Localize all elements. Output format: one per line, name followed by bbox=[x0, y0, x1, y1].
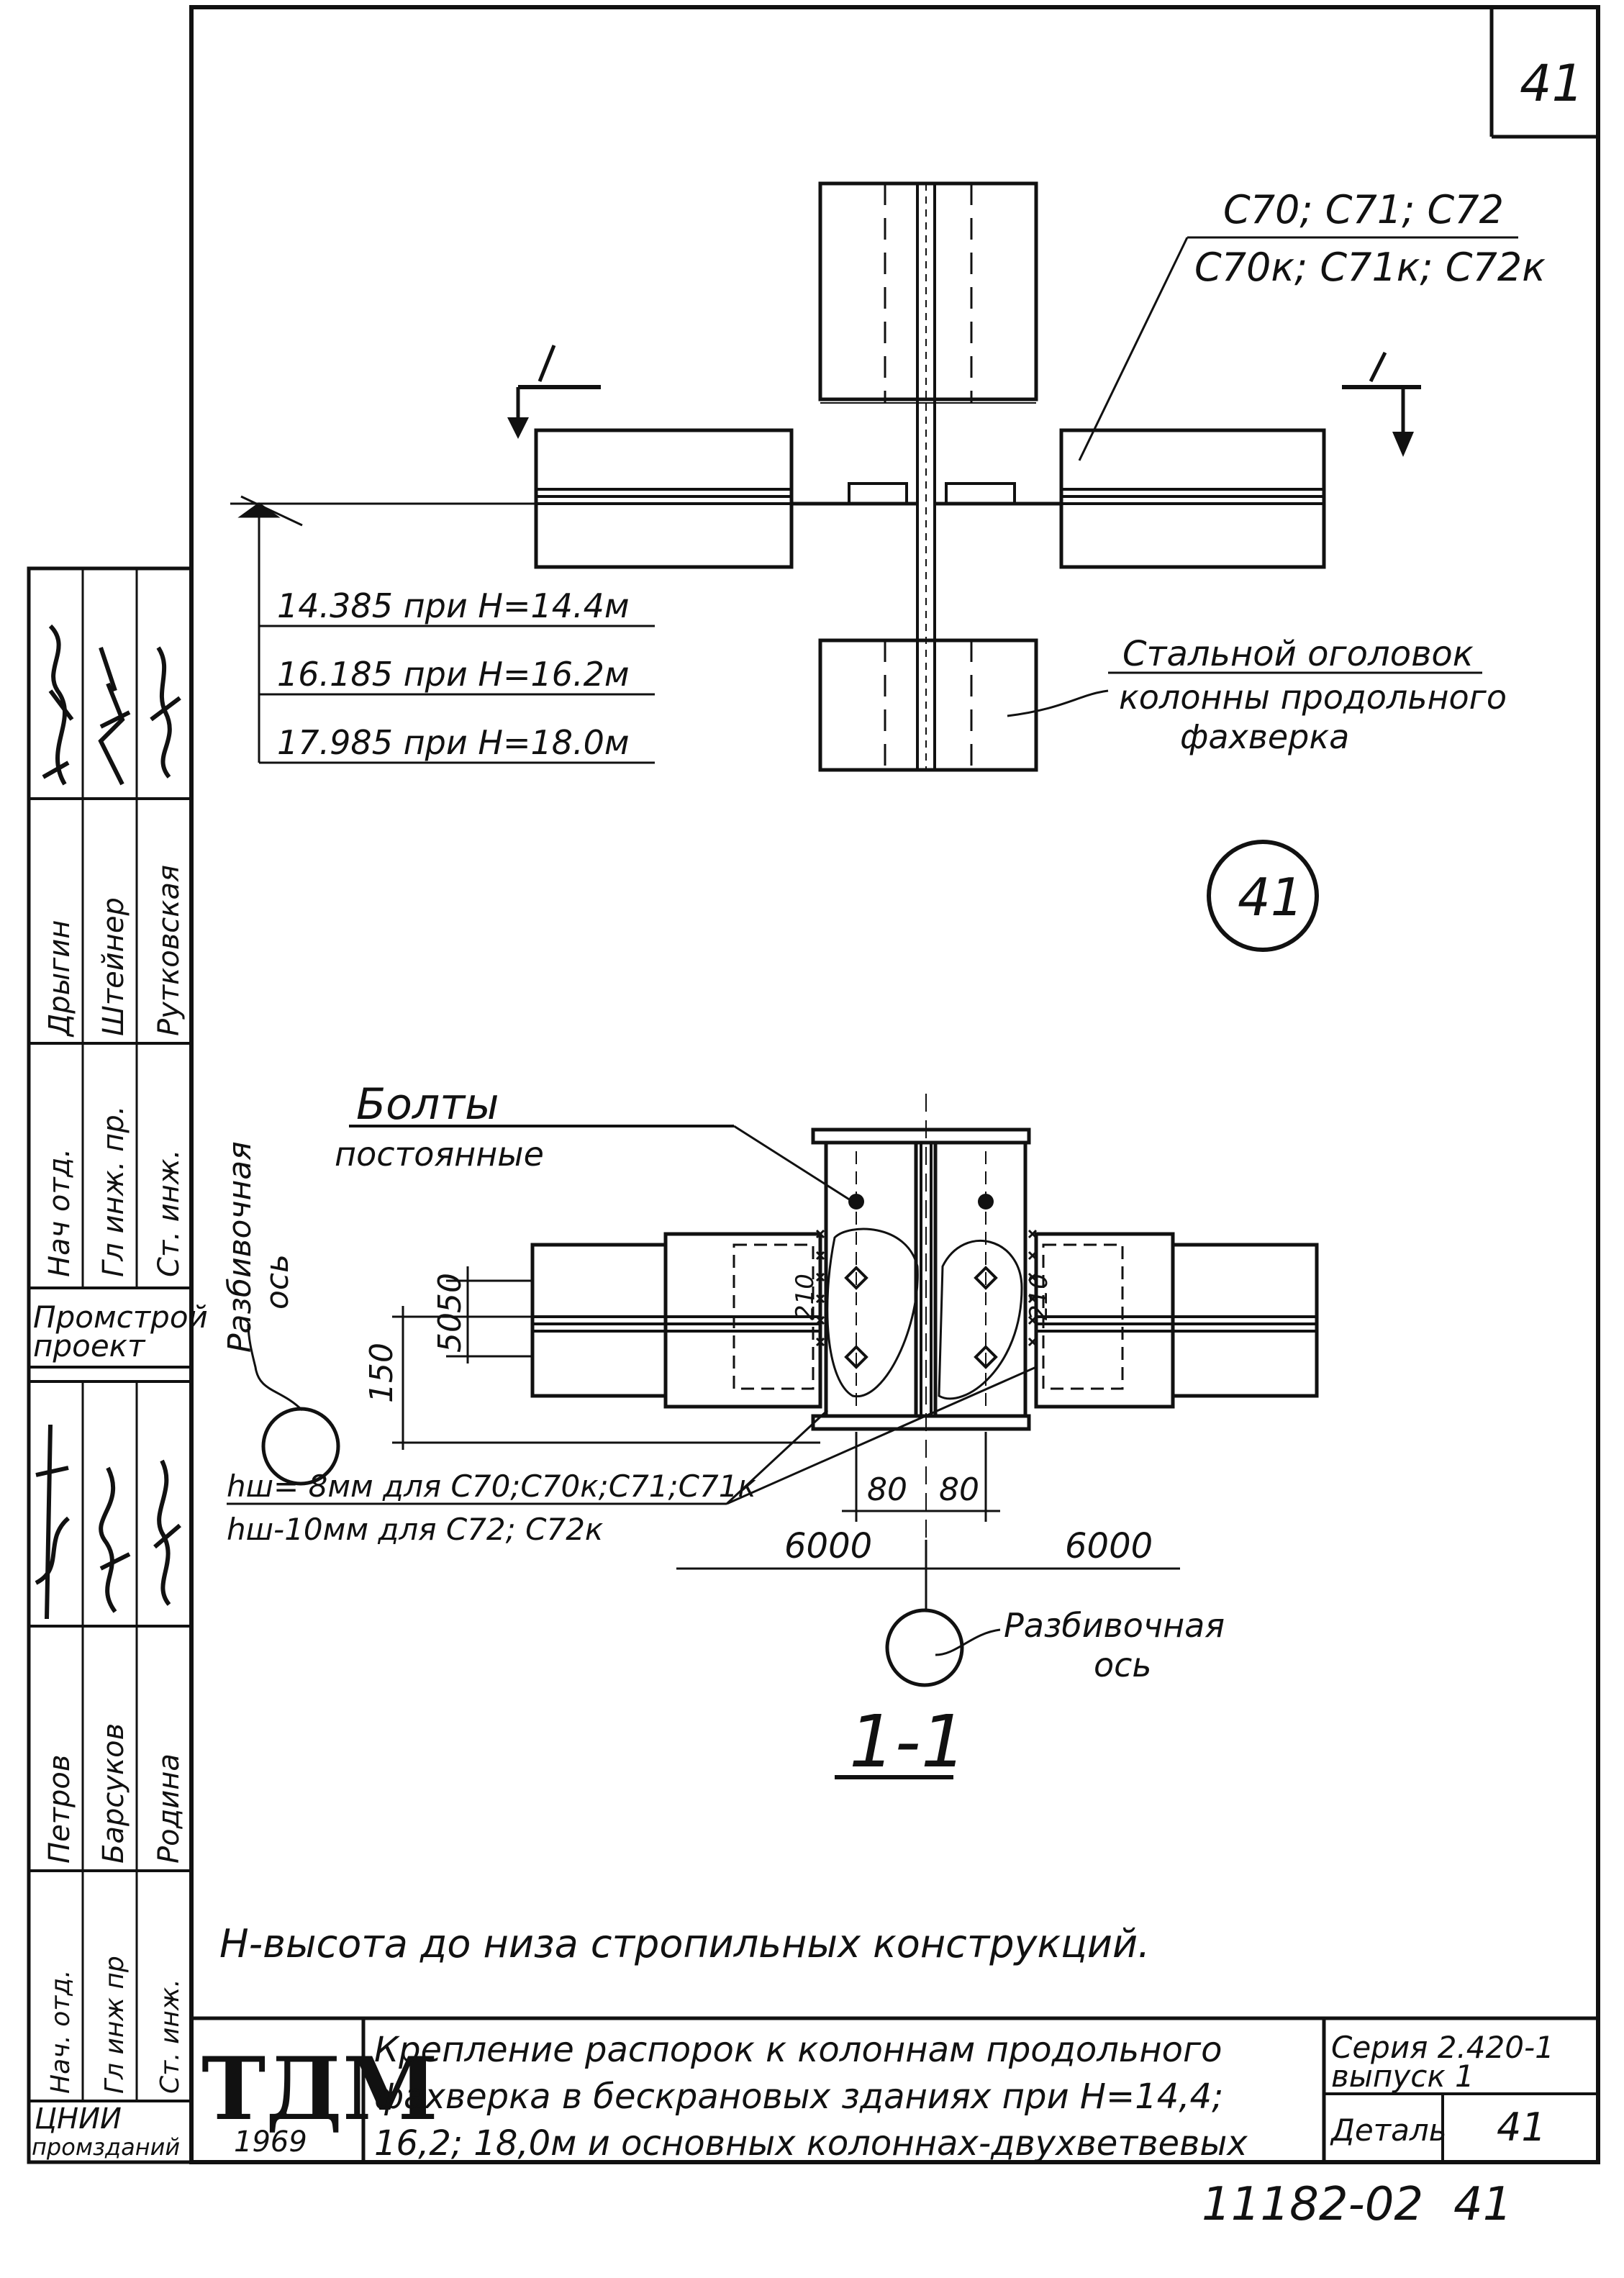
dim-210-right: 210 bbox=[1025, 1274, 1053, 1320]
strut-left bbox=[534, 428, 794, 569]
stamp-role-upper-2: Гл инж. пр. bbox=[97, 1106, 130, 1277]
stamp-org-upper-2: проект bbox=[33, 1328, 146, 1363]
bolt-diamond-3 bbox=[974, 1266, 998, 1290]
axis-label-bottom-2: ось bbox=[1094, 1646, 1152, 1684]
side-stamp: Нач отд. Гл инж. пр. Ст. инж. Дрыгин Ште… bbox=[27, 566, 208, 2164]
stamp-role-lower-3: Ст. инж. bbox=[155, 1979, 185, 2094]
bottom-page: 41 bbox=[1453, 2178, 1512, 2231]
series-label: Серия 2.420-1 bbox=[1331, 2030, 1554, 2065]
elevation-1: 14.385 при Н=14.4м bbox=[277, 586, 630, 625]
dim-80-left: 80 bbox=[867, 1471, 907, 1508]
stamp-org-upper-1: Промстрой bbox=[33, 1299, 208, 1335]
stamp-name-upper-3: Рутковская bbox=[153, 865, 186, 1036]
columns-label-2: С70к; С71к; С72к bbox=[1194, 245, 1546, 290]
bolt-group-outline bbox=[826, 1228, 919, 1398]
section-strut-left bbox=[530, 1243, 668, 1398]
weld-note-1: hш= 8мм для С70;С70к;С71;С71к bbox=[227, 1469, 756, 1504]
logo: ТДМ bbox=[201, 2038, 438, 2140]
elevation-2: 16.185 при Н=16.2м bbox=[277, 655, 630, 694]
column-upper bbox=[818, 181, 1038, 401]
columns-label-1: С70; С71; С72 bbox=[1223, 187, 1504, 232]
description-3: 16,2; 18,0м и основных колоннах-двухветв… bbox=[374, 2123, 1248, 2164]
axis-label-bottom-1: Разбивочная bbox=[1004, 1606, 1225, 1645]
detail-marker-number: 41 bbox=[1238, 867, 1304, 927]
top-flange bbox=[811, 1127, 1031, 1145]
stamp-name-lower-1: Петров bbox=[43, 1755, 76, 1864]
stamp-role-lower-2: Гл инж пр bbox=[100, 1956, 130, 2094]
stamp-role-upper-1: Нач отд. bbox=[43, 1148, 76, 1277]
axis-marker-bottom bbox=[885, 1608, 964, 1687]
stamp-name-upper-1: Дрыгин bbox=[43, 920, 76, 1038]
stamp-role-upper-3: Ст. инж. bbox=[153, 1149, 186, 1277]
plate-left bbox=[848, 482, 908, 505]
cap-label-2: колонны продольного bbox=[1119, 678, 1507, 717]
stamp-name-upper-2: Штейнер bbox=[97, 897, 130, 1036]
branch-left bbox=[824, 1140, 918, 1418]
span-left: 6000 bbox=[784, 1526, 872, 1566]
signature-upper bbox=[42, 624, 181, 786]
stamp-org-lower-1: ЦНИИ bbox=[35, 2102, 122, 2136]
dim-50-bottom: 50 bbox=[432, 1312, 468, 1353]
stamp-name-lower-2: Барсуков bbox=[97, 1723, 130, 1864]
bottom-code: 11182-02 bbox=[1202, 2178, 1423, 2231]
stamp-org-lower-2: промзданий bbox=[32, 2133, 180, 2161]
description-1: Крепление распорок к колоннам продольног… bbox=[374, 2030, 1222, 2070]
section-mark-left bbox=[507, 345, 601, 439]
section-strut-right bbox=[1171, 1243, 1319, 1398]
cap-label-1: Стальной оголовок bbox=[1122, 634, 1474, 674]
axis-label-left-2: ось bbox=[259, 1254, 296, 1310]
stamp-role-lower-1: Нач. отд. bbox=[46, 1969, 76, 2094]
description-2: фахверка в бескрановых зданиях при Н=14,… bbox=[374, 2077, 1223, 2117]
detail-label: Деталь bbox=[1330, 2113, 1446, 2148]
general-note: Н-высота до низа стропильных конструкций… bbox=[219, 1921, 1150, 1966]
title-block: ТДМ 1969 Крепление распорок к колоннам п… bbox=[191, 2016, 1598, 2164]
top-view: 14.385 при Н=14.4м 16.185 при Н=16.2м 17… bbox=[230, 181, 1546, 952]
bolt-diamond-2 bbox=[844, 1345, 868, 1369]
page-number-box: 41 bbox=[1489, 7, 1598, 139]
bolts-label-2: постоянные bbox=[335, 1135, 544, 1174]
detail-number: 41 bbox=[1497, 2105, 1546, 2150]
branch-right bbox=[933, 1140, 1028, 1418]
dim-150: 150 bbox=[363, 1343, 400, 1403]
column-lower bbox=[818, 638, 1038, 772]
bolt-diamond-4 bbox=[974, 1345, 998, 1369]
detail-marker bbox=[1207, 840, 1319, 952]
dim-80-right: 80 bbox=[939, 1471, 979, 1508]
section-mark-right bbox=[1342, 351, 1421, 457]
page-number: 41 bbox=[1520, 54, 1584, 113]
bolt-diamond-1 bbox=[844, 1266, 868, 1290]
section-view: 50 50 150 210 210 80 80 6000 6000 Разбив… bbox=[222, 1079, 1319, 1784]
axis-label-left-1: Разбивочная bbox=[222, 1141, 258, 1353]
stamp-name-lower-3: Родина bbox=[153, 1753, 186, 1864]
span-right: 6000 bbox=[1065, 1526, 1153, 1566]
cap-label-3: фахверка bbox=[1180, 717, 1349, 756]
elevation-3: 17.985 при Н=18.0м bbox=[277, 723, 630, 762]
plate-right bbox=[945, 482, 1016, 505]
bolts-label-1: Болты bbox=[356, 1079, 499, 1130]
signature-lower bbox=[35, 1424, 181, 1620]
dim-210-left: 210 bbox=[791, 1274, 820, 1320]
year: 1969 bbox=[234, 2125, 307, 2159]
weld-note-2: hш-10мм для С72; С72к bbox=[227, 1512, 604, 1547]
issue-label: выпуск 1 bbox=[1331, 2059, 1474, 2094]
strut-right bbox=[1059, 428, 1326, 569]
section-title: 1-1 bbox=[849, 1700, 966, 1784]
dim-50-top: 50 bbox=[432, 1273, 468, 1313]
